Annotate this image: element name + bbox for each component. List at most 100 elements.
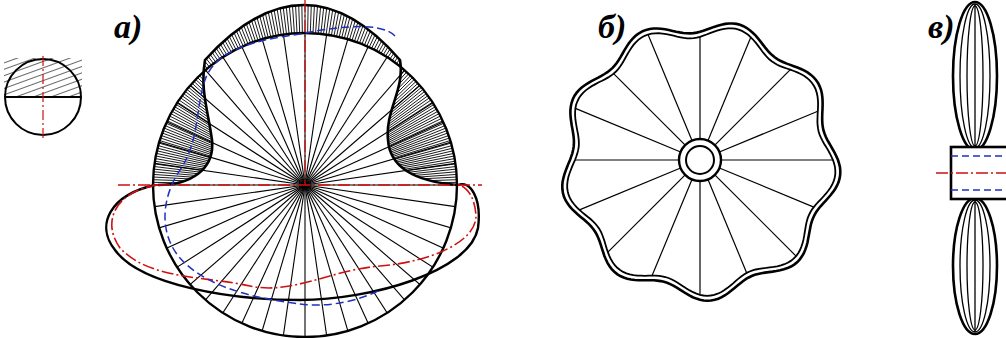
ray-line (138, 12, 305, 185)
ray-line (167, 0, 305, 185)
ray-line (305, 44, 499, 185)
ray-line (305, 185, 449, 338)
ray-line (305, 0, 395, 185)
ray-line (263, 0, 305, 185)
ray-line (652, 179, 692, 275)
ray-line (305, 164, 544, 185)
ray-line (580, 168, 681, 210)
ray-line (105, 185, 305, 276)
ray-line (305, 127, 538, 185)
ray-line (305, 0, 432, 185)
ray-line (94, 185, 305, 247)
ray-line (305, 0, 306, 185)
ray-line (259, 0, 305, 185)
ray-line (301, 0, 305, 185)
ray-line (280, 0, 305, 185)
ray-line (186, 185, 305, 338)
ray-line (95, 69, 305, 185)
ray-line (135, 15, 305, 185)
ray-line (305, 160, 544, 185)
ray-line (305, 115, 535, 185)
ray-line (139, 185, 305, 329)
ray-line (719, 111, 817, 152)
ray-line (305, 91, 526, 185)
ray-line (297, 0, 305, 185)
ray-line (575, 159, 679, 160)
ray-line (272, 0, 305, 185)
ray-line (78, 107, 305, 185)
radial-lines (85, 0, 525, 338)
ray-line (648, 35, 692, 141)
ray-line (708, 179, 747, 273)
red-contour (112, 185, 476, 288)
ray-line (97, 65, 305, 185)
ray-line (69, 139, 305, 185)
part-label: в) (928, 10, 955, 44)
ray-line (66, 168, 305, 185)
ray-line (719, 168, 813, 207)
section-symbol (4, 56, 82, 138)
ray-line (305, 156, 543, 185)
ray-line (148, 4, 306, 185)
ray-line (305, 103, 531, 185)
blue-contour (165, 27, 395, 305)
ray-line (71, 131, 305, 185)
ray-line (305, 185, 471, 329)
ray-line (189, 0, 305, 185)
ray-line (88, 84, 306, 185)
ray-line (608, 175, 685, 252)
ray-line (89, 80, 305, 185)
hatching (65, 0, 545, 185)
ray-line (305, 66, 490, 185)
ray-line (94, 123, 305, 185)
ray-line (575, 108, 680, 152)
ray-line (305, 76, 519, 185)
ray-line (305, 87, 524, 185)
ray-line (305, 69, 515, 185)
propeller (936, 2, 1006, 334)
ray-line (181, 0, 305, 185)
lower-lobe (106, 184, 478, 300)
ray-line (304, 0, 305, 185)
ray-line (200, 0, 305, 185)
ray-line (305, 0, 326, 185)
ray-line (305, 0, 403, 185)
ray-line (305, 12, 472, 185)
ray-line (139, 41, 305, 185)
ray-line (304, 185, 305, 338)
wavy-disc (562, 24, 840, 301)
ray-line (305, 0, 406, 185)
ray-line (715, 70, 791, 146)
ray-line (276, 0, 305, 185)
ray-line (721, 159, 833, 160)
ray-line (305, 0, 443, 185)
ray-line (151, 1, 305, 185)
ray-line (288, 0, 305, 185)
ray-line (223, 0, 305, 185)
ray-line (305, 18, 478, 185)
ray-line (305, 168, 544, 185)
ray-line (73, 123, 305, 185)
ray-line (305, 0, 347, 185)
ray-line (305, 0, 330, 185)
ray-line (274, 0, 305, 185)
part-label: б) (598, 10, 626, 44)
ray-line (699, 37, 700, 139)
ray-line (243, 185, 305, 338)
ray-line (305, 0, 313, 185)
ray-line (305, 185, 336, 338)
ray-line (284, 0, 305, 185)
ray-line (132, 18, 305, 185)
ray-line (171, 0, 305, 185)
ray-line (614, 74, 686, 146)
ray-line (305, 58, 509, 185)
ray-line (219, 0, 305, 185)
ray-line (305, 0, 399, 185)
ray-line (154, 0, 305, 185)
ray-line (305, 123, 516, 185)
ray-line (699, 181, 700, 295)
ray-line (305, 185, 367, 338)
ray-line (305, 123, 537, 185)
